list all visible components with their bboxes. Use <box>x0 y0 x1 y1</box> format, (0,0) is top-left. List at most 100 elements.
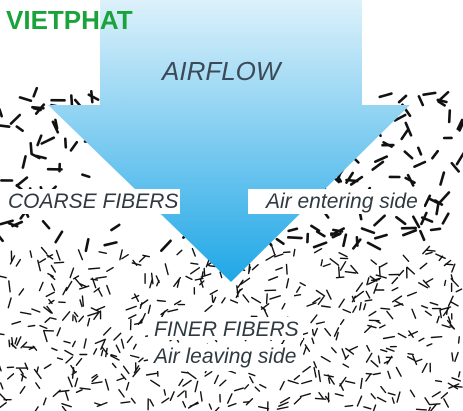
fiber-stroke <box>74 377 79 388</box>
fiber-stroke <box>226 393 233 404</box>
fiber-stroke <box>35 154 47 160</box>
fiber-stroke <box>156 299 167 302</box>
fiber-stroke <box>379 262 388 268</box>
fiber-stroke <box>219 271 223 279</box>
fiber-stroke <box>324 327 332 337</box>
fiber-stroke <box>38 281 44 292</box>
fiber-stroke <box>15 125 24 132</box>
fiber-stroke <box>130 397 136 404</box>
fiber-stroke <box>392 295 403 303</box>
fiber-stroke <box>9 255 16 265</box>
fiber-stroke <box>317 296 325 306</box>
fiber-stroke <box>242 401 250 403</box>
fiber-stroke <box>331 347 337 354</box>
fiber-stroke <box>355 282 364 292</box>
fiber-stroke <box>436 98 448 104</box>
fiber-stroke <box>150 272 154 285</box>
fiber-stroke <box>365 373 372 382</box>
fiber-stroke <box>54 230 64 244</box>
fiber-stroke <box>74 277 83 287</box>
fiber-stroke <box>45 291 55 298</box>
fiber-stroke <box>138 357 144 363</box>
fiber-stroke <box>139 299 149 306</box>
fiber-stroke <box>65 280 73 292</box>
fiber-stroke <box>443 259 452 267</box>
fiber-stroke <box>95 305 106 311</box>
fiber-stroke <box>161 397 170 404</box>
fiber-stroke <box>36 134 43 147</box>
fiber-stroke <box>258 406 270 410</box>
fiber-stroke <box>0 124 11 128</box>
fiber-stroke <box>442 307 450 317</box>
fiber-stroke <box>345 347 355 355</box>
fiber-stroke <box>304 344 311 352</box>
fiber-stroke <box>61 405 67 411</box>
fiber-stroke <box>21 374 24 382</box>
fiber-stroke <box>299 393 311 398</box>
airflow-arrow <box>48 0 410 282</box>
fiber-stroke <box>149 398 155 407</box>
fiber-stroke <box>22 346 35 349</box>
fiber-stroke <box>83 338 87 349</box>
fiber-stroke <box>397 94 408 104</box>
fiber-stroke <box>447 316 452 324</box>
fiber-stroke <box>360 377 363 389</box>
fiber-stroke <box>383 360 390 364</box>
fiber-stroke <box>299 282 306 287</box>
fiber-stroke <box>190 262 199 265</box>
fiber-stroke <box>65 356 74 364</box>
fiber-stroke <box>219 379 227 387</box>
finer-fibers-label: FINER FIBERS <box>148 317 303 340</box>
fiber-stroke <box>81 295 85 307</box>
fiber-stroke <box>50 275 56 281</box>
fiber-stroke <box>443 398 449 408</box>
fiber-stroke <box>274 253 284 258</box>
fiber-stroke <box>302 365 311 373</box>
fiber-stroke <box>404 176 416 184</box>
fiber-stroke <box>378 92 393 99</box>
fiber-stroke <box>397 332 407 339</box>
fiber-stroke <box>430 403 438 411</box>
fiber-stroke <box>100 339 106 350</box>
fiber-stroke <box>334 393 344 397</box>
fiber-stroke <box>395 300 404 306</box>
fiber-stroke <box>296 286 301 293</box>
fiber-stroke <box>373 214 386 227</box>
fiber-stroke <box>69 141 79 152</box>
fiber-stroke <box>301 380 313 385</box>
fiber-stroke <box>101 346 109 355</box>
fiber-stroke <box>51 347 58 351</box>
fiber-stroke <box>14 337 18 345</box>
fiber-stroke <box>87 267 101 270</box>
fiber-stroke <box>315 289 326 297</box>
fiber-stroke <box>33 368 42 380</box>
fiber-stroke <box>429 301 439 306</box>
fiber-stroke <box>39 324 48 330</box>
fiber-stroke <box>271 245 276 255</box>
fiber-stroke <box>63 340 71 344</box>
fiber-stroke <box>350 264 359 274</box>
fiber-stroke <box>110 223 121 232</box>
fiber-stroke <box>209 289 218 295</box>
fiber-stroke <box>401 229 418 237</box>
fiber-stroke <box>95 276 107 279</box>
fiber-stroke <box>109 355 120 361</box>
fiber-stroke <box>254 386 261 392</box>
fiber-stroke <box>39 258 47 263</box>
fiber-stroke <box>236 285 239 298</box>
fiber-stroke <box>208 265 216 268</box>
fiber-stroke <box>287 227 299 233</box>
fiber-stroke <box>86 317 91 327</box>
fiber-stroke <box>306 302 317 307</box>
fiber-stroke <box>248 372 256 377</box>
fiber-stroke <box>311 337 315 345</box>
fiber-stroke <box>47 272 54 278</box>
fiber-stroke <box>371 160 385 171</box>
fiber-stroke <box>344 271 357 274</box>
fiber-stroke <box>422 279 430 288</box>
fiber-stroke <box>338 266 341 278</box>
fiber-stroke <box>145 372 158 376</box>
fiber-stroke <box>185 275 193 281</box>
fiber-stroke <box>439 171 446 186</box>
fiber-stroke <box>73 315 78 323</box>
